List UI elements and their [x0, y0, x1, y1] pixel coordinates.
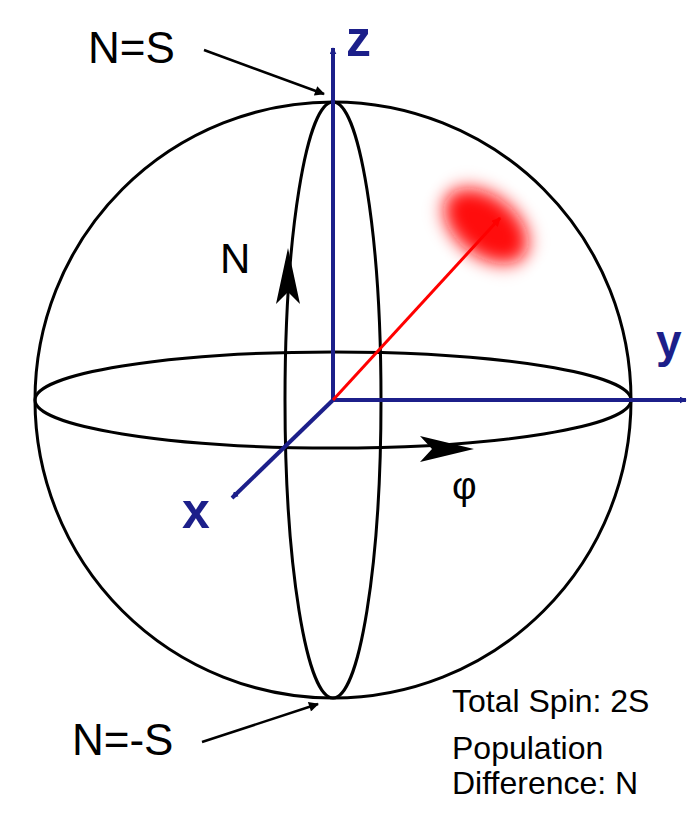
axis-label: x: [182, 484, 210, 539]
coordinate-label: N: [220, 236, 250, 282]
pole-label: N=-S: [72, 716, 173, 764]
state-blob: [430, 173, 543, 279]
axis-label: z: [346, 12, 371, 67]
x-axis: [232, 400, 333, 498]
note-label: Total Spin: 2S: [452, 684, 649, 719]
leader-line: [204, 50, 324, 94]
axis-label: y: [656, 316, 682, 367]
coordinate-label: φ: [452, 466, 477, 508]
y-axis: [333, 398, 686, 402]
direction-arrowhead: [276, 248, 300, 304]
leader-line: [202, 704, 318, 742]
spin-vector: [333, 218, 500, 400]
note-label: Population Difference: N: [452, 731, 657, 801]
pole-label: N=S: [88, 24, 175, 72]
z-axis: [331, 48, 335, 400]
direction-arrowhead: [420, 436, 474, 462]
